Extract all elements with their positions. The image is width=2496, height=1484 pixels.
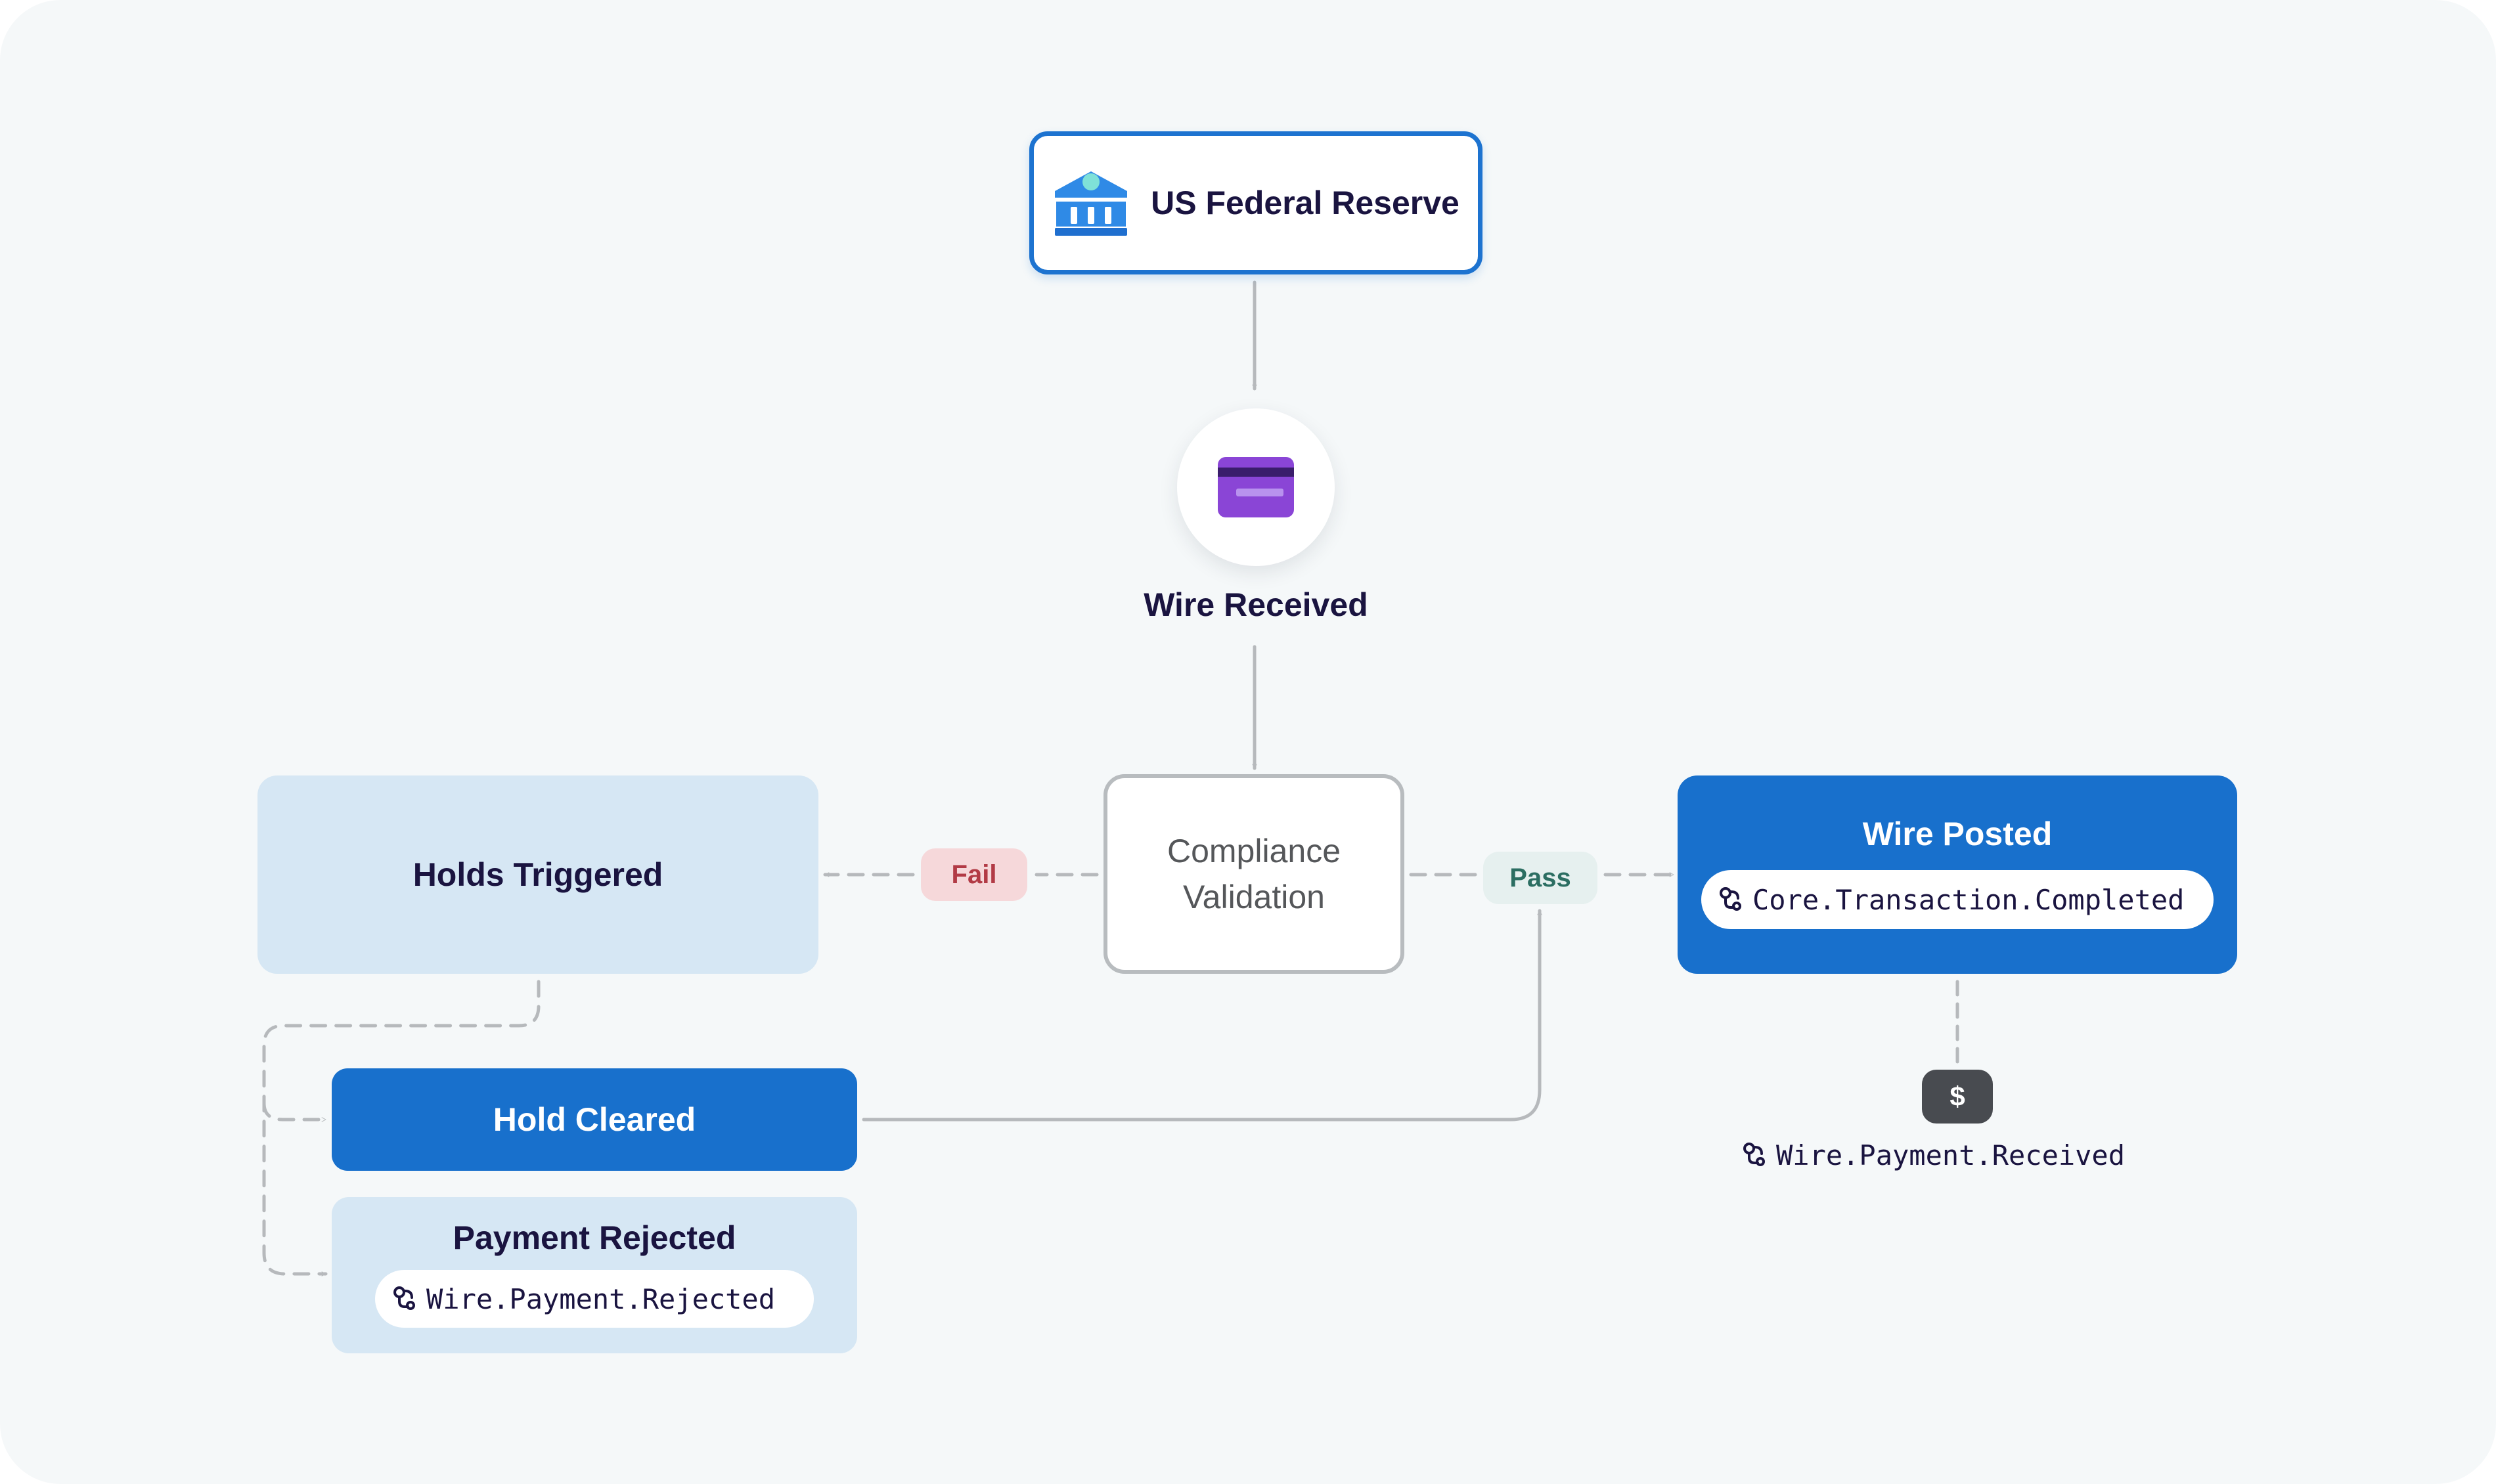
edge-holds-to-outcomes (262, 980, 541, 1277)
payment-rejected-label: Payment Rejected (453, 1219, 736, 1256)
webhook-icon (1720, 887, 1741, 911)
wire-payment-received-event[interactable]: Wire.Payment.Received (1742, 1132, 2125, 1178)
wire-posted-label: Wire Posted (1862, 816, 2053, 852)
pass-badge: Pass (1483, 852, 1597, 904)
webhook-icon (393, 1286, 415, 1310)
webhook-icon (1743, 1143, 1765, 1166)
hold-cleared-node[interactable]: Hold Cleared (332, 1068, 857, 1171)
wire-posted-node[interactable]: Wire Posted Core.Transaction.Completed (1678, 775, 2237, 974)
edge-branch-to-hold-cleared (262, 1101, 328, 1122)
compliance-label-line1: Compliance (1167, 833, 1341, 869)
wire-payment-received-label: Wire.Payment.Received (1776, 1139, 2126, 1171)
credit-card-icon (1218, 457, 1294, 517)
compliance-label-line2: Validation (1183, 879, 1325, 915)
wire-received-label: Wire Received (1144, 586, 1368, 623)
wire-posted-event-pill[interactable]: Core.Transaction.Completed (1701, 870, 2214, 929)
edge-hold-cleared-to-pass (862, 909, 1542, 1122)
source-node-label: US Federal Reserve (1151, 185, 1460, 221)
fail-badge: Fail (921, 848, 1027, 901)
source-node[interactable]: US Federal Reserve (1029, 131, 1482, 274)
bank-icon (1055, 171, 1128, 236)
holds-triggered-node[interactable]: Holds Triggered (257, 775, 818, 974)
payment-rejected-event: Wire.Payment.Rejected (426, 1282, 776, 1315)
compliance-validation-node[interactable]: Compliance Validation (1103, 774, 1404, 974)
dollar-badge: $ (1922, 1070, 1993, 1124)
payment-rejected-node[interactable]: Payment Rejected Wire.Payment.Rejected (332, 1197, 857, 1353)
payment-rejected-event-pill[interactable]: Wire.Payment.Rejected (375, 1270, 814, 1328)
hold-cleared-label: Hold Cleared (493, 1101, 696, 1138)
holds-triggered-label: Holds Triggered (412, 856, 663, 893)
wire-received-node[interactable] (1177, 408, 1335, 566)
wire-posted-event: Core.Transaction.Completed (1752, 883, 2185, 916)
